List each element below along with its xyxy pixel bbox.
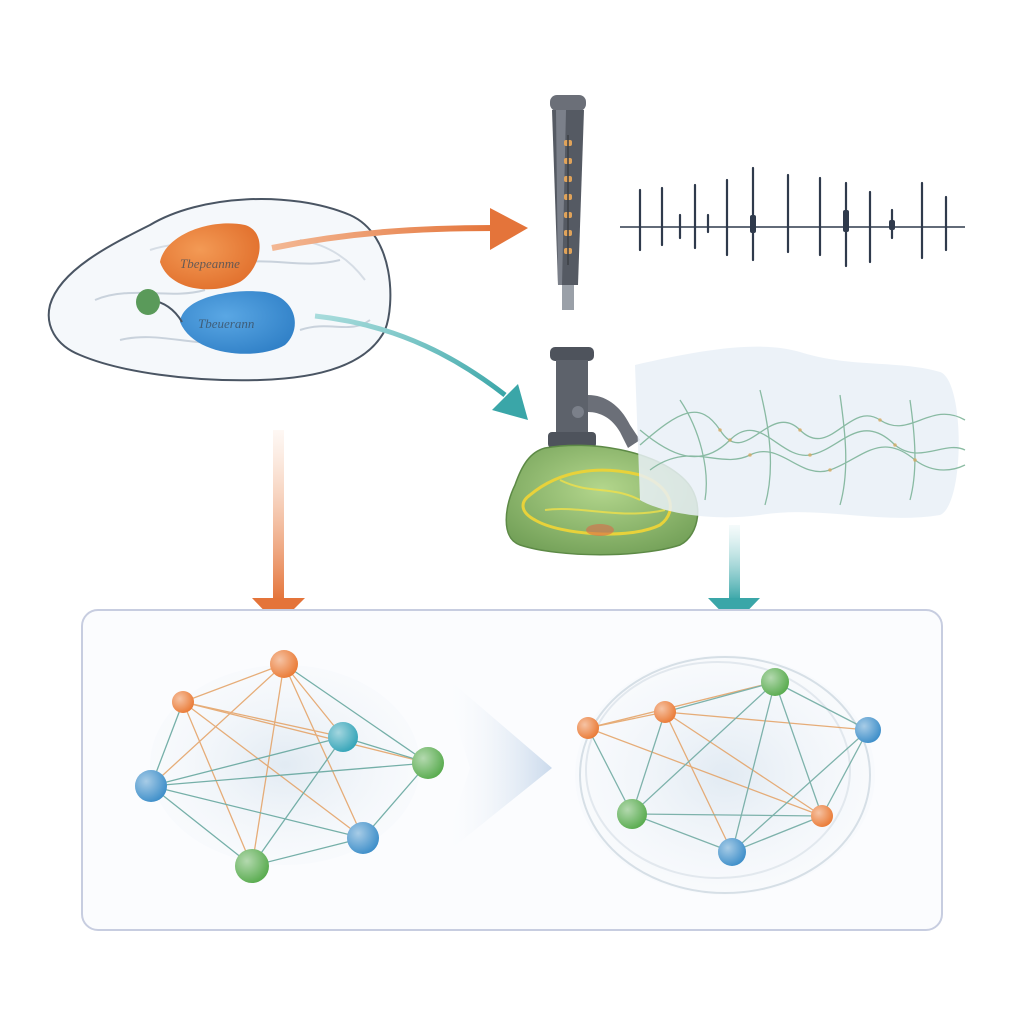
filament-network-image [635,346,966,518]
network-graph-icon-right [575,655,881,895]
network-graph-icon-left [135,650,444,883]
region-green-node [136,289,183,323]
arrow-down-orange [252,430,305,625]
chevron-right-icon [440,672,552,858]
edges-right [587,681,869,853]
arrow-to-probe [271,208,528,251]
electrode-probe-icon [550,95,586,310]
arrow-to-tissue [314,313,528,420]
region-blue: Tbeuerann [180,291,295,354]
region-orange-label: Tbepeanme [180,256,240,271]
spike-train-icon [620,166,965,268]
region-blue-label: Tbeuerann [198,316,254,331]
region-orange: Tbepeanme [160,223,260,290]
